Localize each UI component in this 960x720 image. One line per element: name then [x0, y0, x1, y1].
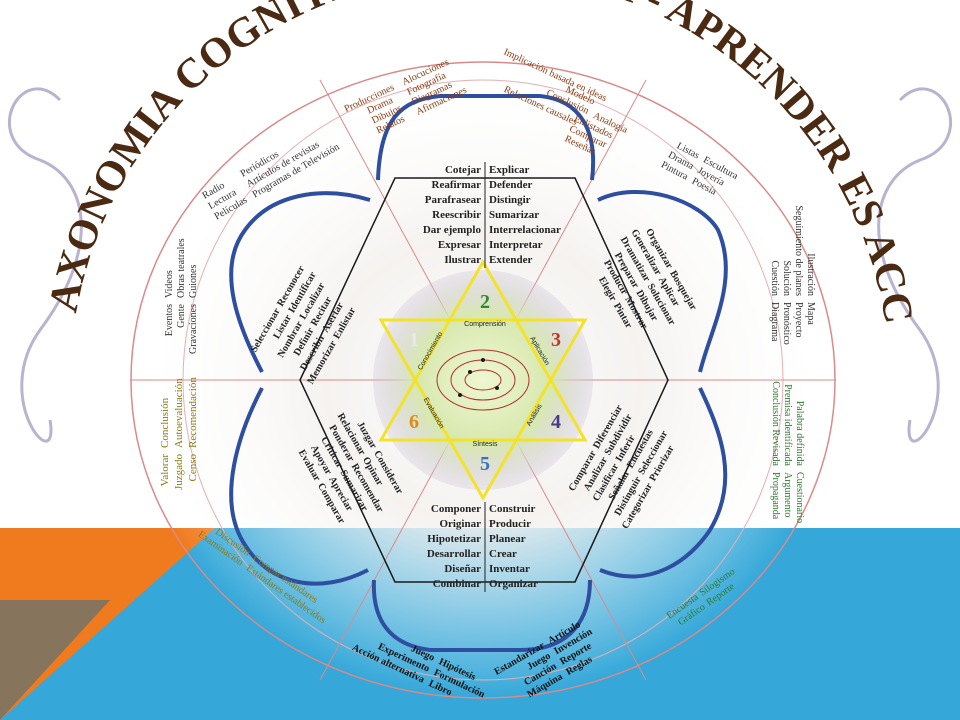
products-lower-left: Valorar Juzgado Censo Conclusión Autoeva…	[159, 377, 199, 490]
verb: Desarrollar	[427, 548, 481, 560]
hexagon-outline	[299, 177, 669, 583]
level-number-5: 5	[480, 453, 490, 475]
verb: Expresar	[438, 239, 481, 251]
verb: Interrelacionar	[489, 224, 561, 236]
verb: Reafirmar	[432, 179, 482, 191]
product: Gravaciones	[188, 304, 199, 354]
product: Guiones	[188, 265, 199, 298]
verb: Extender	[489, 254, 533, 266]
products-lower-right: Palabra definida Premisa identificada Co…	[770, 381, 805, 523]
verb: Organizar	[489, 578, 538, 590]
verb: Interpretar	[489, 239, 543, 251]
product: Mapa	[805, 302, 816, 325]
verb: Ilustrar	[444, 254, 481, 266]
level-name-comprension: Comprensión	[464, 321, 506, 328]
product: Autoevaluación	[173, 378, 185, 448]
product: Cuestionario	[794, 472, 805, 523]
verb: Inventar	[489, 563, 530, 575]
verb: Distingir	[489, 194, 531, 206]
product: Eventos	[164, 304, 175, 336]
verb: Cotejar	[445, 164, 481, 176]
verb: Hipotetizar	[427, 533, 481, 545]
level-number-3: 3	[551, 329, 561, 351]
products-left: Eventos Gente Gravaciones Videos Obras t…	[164, 238, 199, 354]
verb: Producir	[489, 518, 531, 530]
petal-outlines	[229, 94, 728, 652]
product: Conclusión	[159, 397, 171, 448]
product: Cuestión	[769, 260, 780, 296]
star-triangle-up	[378, 258, 588, 442]
verb: Planear	[489, 533, 526, 545]
dark-corner-accent	[0, 600, 110, 720]
product: Ilustración	[805, 253, 816, 296]
product: Palabra definida	[794, 401, 805, 467]
verb: Sumarizar	[489, 209, 539, 221]
verb: Crear	[489, 548, 517, 560]
product: Pronóstico	[781, 302, 792, 345]
center-glow	[373, 270, 593, 490]
verb: Originar	[439, 518, 481, 530]
product: Juzgado	[173, 454, 185, 491]
products-right: Ilustración Seguimiento de planes Soluci…	[769, 205, 816, 344]
level-number-1: 1	[409, 329, 419, 351]
level-number-2: 2	[480, 291, 490, 313]
verb: Componer	[431, 503, 481, 515]
level-number-6: 6	[409, 411, 419, 433]
product: Argumento	[782, 472, 793, 517]
product: Recomendación	[187, 377, 199, 448]
verb: Combinar	[433, 578, 481, 590]
level-name-sintesis: Síntesis	[473, 441, 498, 448]
evaluacion-verbs: Juzgar Relacionar Ponderar Criticar Apoy…	[296, 411, 405, 526]
star-triangle-down	[378, 318, 588, 502]
verb: Defender	[489, 179, 532, 191]
level-number-4: 4	[551, 411, 561, 433]
verb: Diseñar	[444, 563, 481, 575]
product: Solución	[781, 260, 792, 296]
sintesis-verbs: Componer Originar Hipotetizar Desarrolla…	[427, 502, 538, 592]
verb: Dar ejemplo	[423, 224, 482, 236]
verb: Construir	[489, 503, 536, 515]
product: Videos	[164, 270, 175, 298]
product: Censo	[187, 454, 199, 482]
product: Seguimiento de planes	[793, 205, 804, 296]
product: Proyecto	[793, 302, 804, 338]
decorative-loops	[8, 87, 952, 443]
verb: Reescribir	[432, 209, 481, 221]
product: Gente	[176, 303, 187, 327]
product: Premisa identificada	[782, 384, 793, 466]
product: Diagrama	[769, 302, 780, 342]
product: Valorar	[159, 454, 171, 487]
product: Obras teatrales	[176, 238, 187, 298]
comprension-verbs: Cotejar Reafirmar Parafrasear Reescribir…	[423, 162, 561, 268]
verb: Explicar	[489, 164, 529, 176]
verb: Parafrasear	[425, 194, 481, 206]
product: Propaganda	[770, 472, 781, 520]
product: Conclusión Revisada	[770, 381, 781, 466]
center-dots	[458, 358, 499, 397]
